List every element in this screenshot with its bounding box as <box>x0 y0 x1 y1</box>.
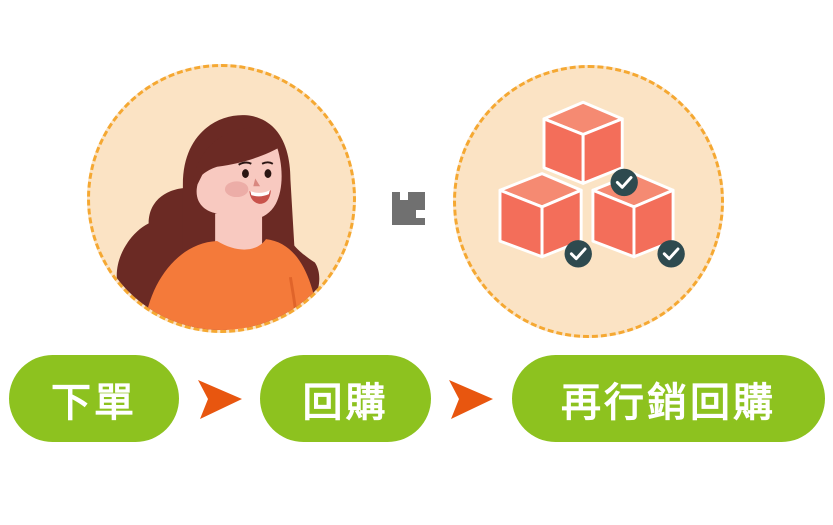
check-badge-icon <box>564 240 592 268</box>
step-repurchase-pill: 回購 <box>260 355 431 442</box>
play-arrow-icon <box>449 380 493 419</box>
woman-avatar-icon <box>116 115 320 330</box>
gray-block-icon <box>392 192 425 225</box>
check-badge-icon <box>657 240 685 268</box>
step-remarketing-label: 再行銷回購 <box>561 379 776 426</box>
products-illustration-circle <box>453 65 724 338</box>
boxes-icon <box>498 100 685 268</box>
check-badge-icon <box>610 168 638 197</box>
step-order-label: 下單 <box>51 379 137 426</box>
play-arrow-icon <box>198 380 242 419</box>
step-remarketing-pill: 再行銷回購 <box>512 355 825 442</box>
customer-illustration-circle <box>87 64 356 333</box>
step-repurchase-label: 回購 <box>302 379 389 426</box>
step-order-pill: 下單 <box>9 355 179 442</box>
